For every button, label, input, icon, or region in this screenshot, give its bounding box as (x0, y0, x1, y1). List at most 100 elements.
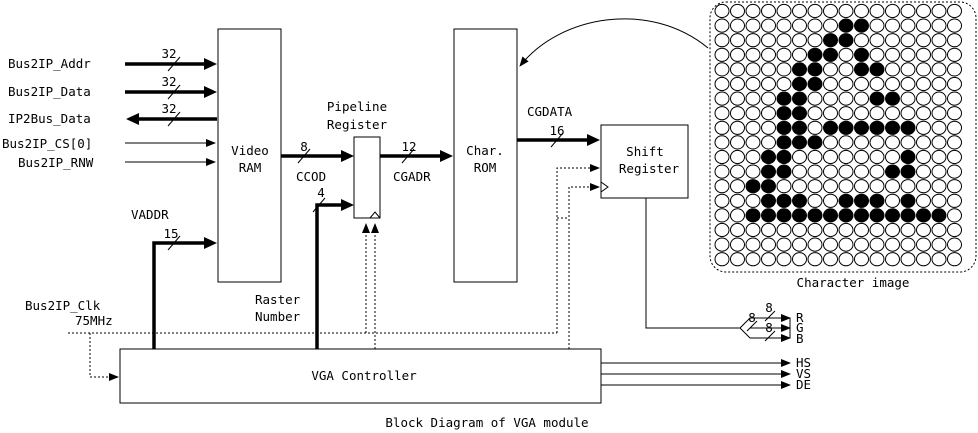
char-pixel-off (730, 106, 745, 121)
char-pixel-off (916, 252, 931, 267)
char-pixel-off (931, 193, 947, 208)
char-pixel-off (947, 47, 962, 62)
char-pixel-on (792, 135, 807, 150)
data-width-tick (167, 84, 181, 100)
char-image-arrow (519, 18, 709, 67)
char-pixel-off (792, 18, 807, 33)
char-pixel-off (730, 18, 745, 33)
addr-width: 32 (161, 46, 176, 61)
char-pixel-off (854, 252, 869, 267)
char-pixel-off (869, 164, 885, 179)
char-pixel-off (916, 193, 931, 208)
char-pixel-off (947, 135, 962, 150)
char-pixel-off (776, 179, 792, 194)
char-pixel-on (854, 18, 869, 33)
char-pixel-off (838, 76, 854, 92)
char-pixel-on (854, 208, 869, 223)
pipeline-clock-icon (369, 211, 381, 219)
char-pixel-off (776, 62, 792, 77)
char-pixel-off (730, 164, 745, 179)
char-pixel-off (931, 237, 947, 252)
char-pixel-off (916, 3, 931, 19)
char-image-label: Character image (797, 275, 910, 290)
char-pixel-on (745, 208, 761, 223)
char-pixel-on (792, 91, 807, 106)
char-pixel-off (792, 149, 807, 165)
vaddr-width-tick (167, 235, 181, 251)
char-pixel-off (885, 76, 900, 92)
char-pixel-off (916, 149, 931, 165)
char-pixel-off (947, 237, 962, 252)
char-pixel-off (854, 91, 869, 106)
char-pixel-off (931, 106, 947, 121)
char-pixel-off (714, 3, 730, 19)
cgadr-width-tick (401, 148, 415, 164)
char-pixel-off (838, 164, 854, 179)
char-pixel-on (807, 76, 823, 92)
char-pixel-off (761, 135, 776, 150)
data-arrowhead (204, 86, 217, 98)
char-pixel-off (900, 62, 916, 77)
char-pixel-on (838, 33, 854, 48)
char-pixel-off (776, 18, 792, 33)
char-pixel-off (730, 33, 745, 48)
char-pixel-on (776, 208, 792, 223)
char-pixel-off (745, 3, 761, 19)
cgdata-width-tick (550, 132, 564, 148)
cgdata-width: 16 (549, 123, 564, 138)
char-pixel-off (730, 120, 745, 135)
pipeline-label-2: Register (327, 117, 388, 132)
char-pixel-off (869, 47, 885, 62)
char-pixel-on (854, 47, 869, 62)
ipdata-signal-label: IP2Bus_Data (8, 111, 91, 126)
char-pixel-off (730, 149, 745, 165)
char-pixel-off (714, 47, 730, 62)
char-pixel-off (745, 120, 761, 135)
char-pixel-off (730, 76, 745, 92)
char-pixel-off (714, 62, 730, 77)
addr-arrowhead (204, 58, 217, 70)
char-pixel-off (776, 3, 792, 19)
char-pixel-off (807, 164, 823, 179)
char-pixel-on (900, 164, 916, 179)
char-pixel-off (931, 91, 947, 106)
char-pixel-off (838, 62, 854, 77)
char-pixel-on (776, 106, 792, 121)
char-pixel-off (869, 179, 885, 194)
char-pixel-off (916, 47, 931, 62)
char-pixel-off (885, 33, 900, 48)
b-output-label: B (796, 331, 804, 346)
char-pixel-on (838, 120, 854, 135)
char-pixel-on (869, 208, 885, 223)
char-pixel-off (885, 3, 900, 19)
char-pixel-off (730, 62, 745, 77)
char-pixel-on (807, 47, 823, 62)
char-pixel-on (900, 120, 916, 135)
char-pixel-on (776, 91, 792, 106)
char-pixel-off (854, 237, 869, 252)
char-pixel-on (792, 76, 807, 92)
r-tick (764, 310, 776, 322)
char-pixel-on (823, 47, 838, 62)
char-pixel-off (931, 47, 947, 62)
char-pixel-off (931, 135, 947, 150)
cgdata-label: CGDATA (527, 104, 573, 119)
char-pixel-on (838, 193, 854, 208)
char-pixel-off (916, 135, 931, 150)
vga-controller-block (119, 348, 602, 404)
cgdata-arrowhead (587, 134, 600, 146)
char-pixel-off (854, 149, 869, 165)
char-pixel-off (714, 208, 730, 223)
raster-bus (315, 203, 342, 349)
char-pixel-off (761, 237, 776, 252)
char-pixel-off (730, 3, 745, 19)
char-pixel-off (885, 252, 900, 267)
char-pixel-off (776, 237, 792, 252)
char-pixel-off (823, 3, 838, 19)
char-pixel-off (745, 76, 761, 92)
char-pixel-off (885, 193, 900, 208)
char-pixel-off (931, 33, 947, 48)
cs-signal-label: Bus2IP_CS[0] (2, 136, 92, 151)
char-pixel-off (869, 222, 885, 238)
char-pixel-off (745, 237, 761, 252)
